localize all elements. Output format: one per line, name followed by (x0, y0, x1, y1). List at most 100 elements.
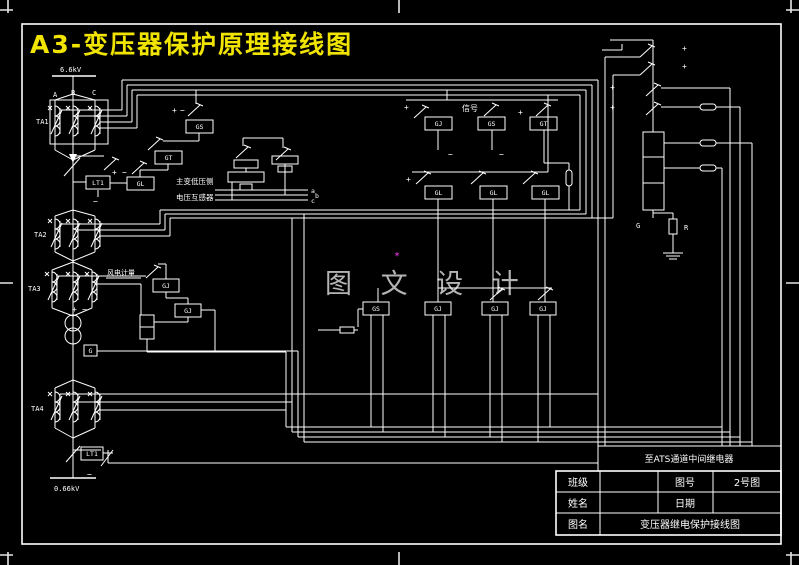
minus-mark: − (82, 305, 87, 314)
title-block: 班级 姓名 图名 图号 日期 2号图 变压器继电保护接线图 (555, 470, 782, 536)
dc-supply-column: + + + + G R (602, 39, 753, 446)
ta1-label: TA1 (36, 118, 49, 126)
minus-mark: − (87, 470, 92, 479)
svg-text:GJ: GJ (434, 305, 442, 313)
relay-gj: GJ (529, 301, 557, 316)
svg-text:GT: GT (540, 120, 548, 128)
current-transformer-ta3: TA3 风电计量 (28, 261, 167, 317)
hv-protection-chain: + − + − − GS GT GL LT1 (73, 90, 214, 206)
relay-gl: GL (126, 176, 155, 191)
current-transformer-ta2: TA2 (34, 209, 171, 262)
ta2-label: TA2 (34, 231, 47, 239)
pt-note-line1: 主变低压侧 (176, 176, 214, 186)
breaker-lt1: LT1 (85, 175, 111, 190)
drawing-name-value: 变压器继电保护接线图 (640, 518, 740, 531)
phase-c-label: C (92, 89, 96, 97)
relay-gs: GS (477, 116, 506, 131)
relay-gs: GS (362, 301, 390, 316)
ta4-label: TA4 (31, 405, 44, 413)
drawing-no-value: 2号图 (734, 477, 760, 489)
date-label: 日期 (675, 498, 695, 510)
bus-c-label: c (311, 197, 315, 205)
phase-b-label: B (71, 89, 75, 97)
ats-note: 至ATS通道中间继电器 (645, 453, 734, 465)
relay-gj: GJ (424, 116, 453, 131)
minus-mark: − (499, 150, 504, 159)
relay-gs: GS (185, 119, 214, 134)
drawing-frame (21, 23, 782, 545)
phase-a-label: A (53, 91, 58, 99)
bottom-bus (97, 214, 752, 443)
plus-mark: + (406, 175, 411, 184)
relay-gj: GJ (424, 301, 452, 316)
svg-text:GS: GS (488, 120, 496, 128)
svg-text:G: G (89, 347, 93, 355)
trip-relay-row: GS GJ GJ GJ (318, 286, 557, 442)
svg-text:GJ: GJ (491, 305, 499, 313)
watermark-marker: * (394, 251, 400, 262)
plus-mark: + (518, 108, 523, 117)
relay-gl: GL (479, 185, 508, 200)
g-label: G (636, 222, 640, 230)
drawing-no-label: 图号 (675, 477, 695, 489)
lv-breaker-lt1: LT1 − (73, 446, 598, 479)
minus-mark: − (93, 197, 98, 206)
relay-gj: GJ (174, 303, 202, 318)
bus-b-label: b (315, 192, 319, 200)
mid-bus (160, 209, 613, 219)
plus-mark: + (172, 106, 177, 115)
pt-note-line2: 电压互感器 (176, 192, 214, 202)
minus-mark: − (122, 168, 127, 177)
voltage-transformer-cluster: a b c 主变低压侧 电压互感器 (176, 137, 319, 205)
plus-mark: + (404, 103, 409, 112)
svg-text:GJ: GJ (539, 305, 547, 313)
drawing-name-label: 图名 (568, 518, 588, 531)
terminal-block (642, 131, 665, 211)
measuring-relay-row: + GL GL GL (406, 95, 560, 302)
power-transformer-symbol (64, 314, 82, 345)
svg-text:GL: GL (137, 180, 145, 188)
plus-mark: + (72, 305, 77, 314)
plus-mark: + (682, 62, 687, 71)
svg-text:GJ: GJ (162, 282, 170, 290)
minus-mark: − (180, 106, 185, 115)
relay-g: G (83, 344, 98, 357)
r-label: R (684, 224, 689, 232)
plus-mark: + (682, 44, 687, 53)
svg-text:GS: GS (196, 123, 204, 131)
plus-mark: + (112, 168, 117, 177)
svg-text:GL: GL (435, 189, 443, 197)
ground-symbol (663, 252, 683, 260)
ats-note-cell: 至ATS通道中间继电器 (597, 445, 782, 472)
bus-a-label: a (311, 187, 315, 195)
name-label: 姓名 (568, 497, 588, 510)
signal-relay-row: + 信号 + − − GJ GS GT (404, 90, 573, 210)
drawing-title: A3-变压器保护原理接线图 (30, 30, 353, 59)
svg-text:GJ: GJ (435, 120, 443, 128)
resistor (668, 218, 678, 235)
lv-aux-relays: + − GJ GJ G (72, 278, 216, 357)
svg-text:GJ: GJ (184, 307, 192, 315)
class-label: 班级 (568, 477, 588, 489)
top-control-bus (122, 79, 599, 446)
relay-gt: GT (154, 150, 183, 165)
voltage-top-label: 6.6kV (60, 66, 82, 74)
svg-text:GT: GT (165, 154, 173, 162)
ta3-label: TA3 (28, 285, 41, 293)
current-transformer-ta4: TA4 (31, 379, 598, 439)
relay-gj: GJ (152, 278, 180, 293)
metering-note: 风电计量 (107, 268, 135, 277)
svg-text:GL: GL (490, 189, 498, 197)
svg-text:GL: GL (542, 189, 550, 197)
svg-text:GS: GS (372, 305, 380, 313)
voltage-bottom-label: 0.66kV (54, 485, 80, 493)
watermark-text: 图 文 设 计 (325, 269, 529, 300)
signal-label: 信号 (462, 103, 478, 113)
minus-mark: − (448, 150, 453, 159)
relay-gl: GL (424, 185, 453, 200)
relay-gt: GT (529, 116, 558, 131)
relay-gl: GL (531, 185, 560, 200)
relay-gj: GJ (481, 301, 509, 316)
